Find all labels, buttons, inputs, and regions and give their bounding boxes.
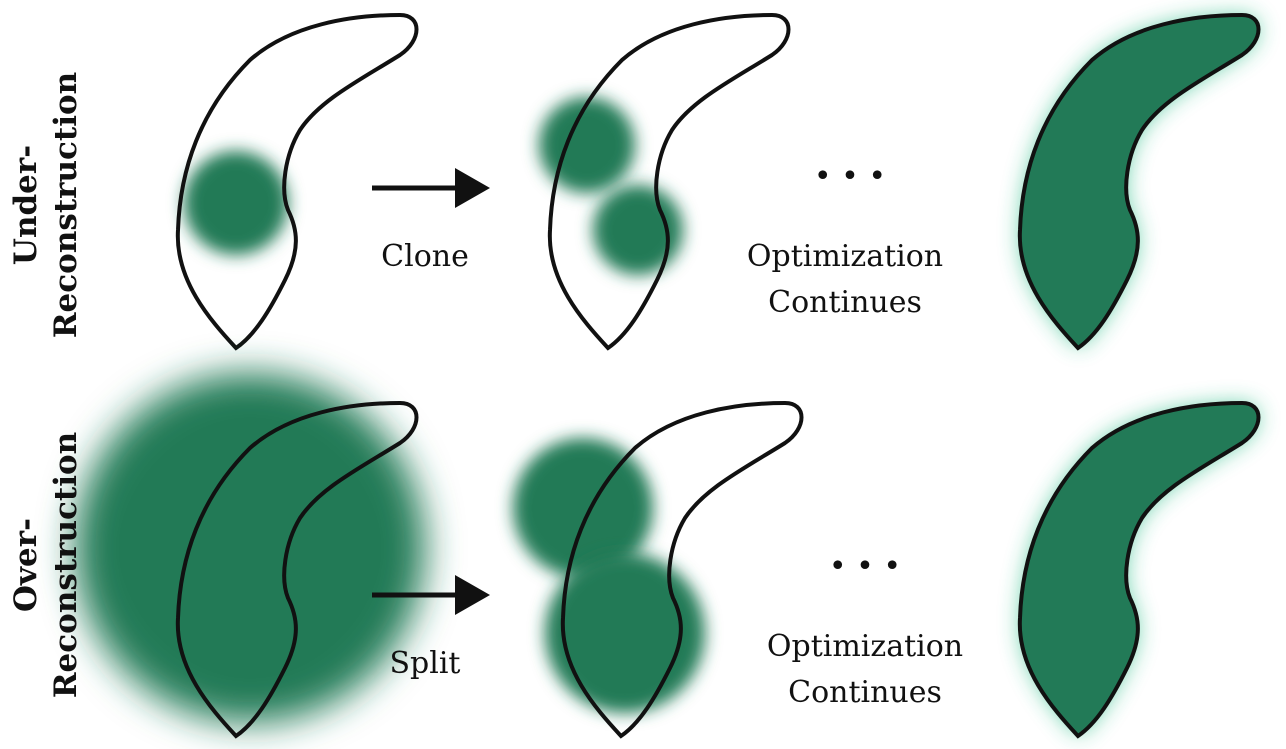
row-label-under-line1: Under- [8,145,44,265]
operation-label-clone: Clone [381,239,469,274]
row-label-under-line2: Reconstruction [48,72,84,338]
row-label-over-line1: Over- [8,518,44,612]
gaussian-blob [513,438,653,578]
operation-label-split: Split [389,646,460,681]
continue-label-line2: Continues [768,285,922,320]
arrow-icon [372,575,490,615]
row2-panel2 [513,401,804,738]
gaussian-blob [184,151,288,255]
continue-label-line1: Optimization [767,629,963,664]
row2-panel1 [75,373,425,738]
ellipsis: • • • [814,159,886,194]
gaussian-blob [545,553,705,713]
row-label-over-line2: Reconstruction [48,432,84,698]
continue-label-line2: Continues [788,675,942,710]
row1-panel2 [539,13,791,350]
row2-panel3 [1017,401,1261,738]
arrow-icon [372,168,490,208]
ellipsis: • • • [829,549,901,584]
row1-panel3 [1017,13,1261,350]
row1-panel1 [175,13,419,350]
gaussian-blob [593,185,683,275]
gaussian-blob [75,373,425,723]
continue-label-line1: Optimization [747,239,943,274]
gaussian-blob [539,97,635,193]
